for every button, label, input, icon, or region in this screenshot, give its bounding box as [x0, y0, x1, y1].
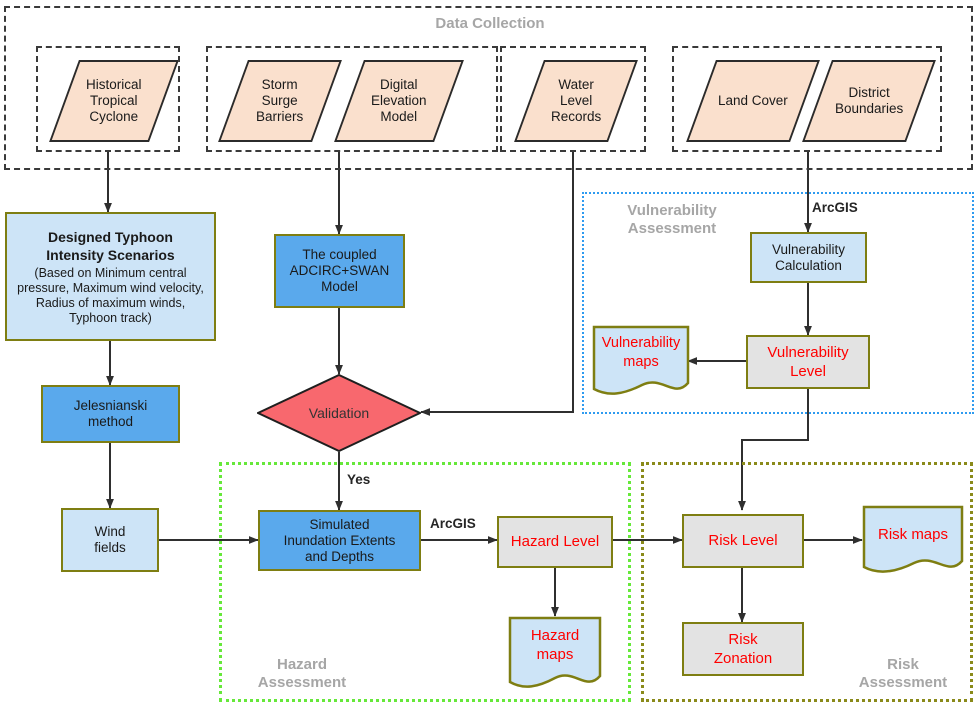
group-cyclone-data	[36, 46, 180, 152]
node-vulnerability-maps[interactable]: Vulnerability maps	[592, 325, 690, 399]
node-label: Risk Zonation	[713, 631, 773, 667]
node-label: Wind fields	[94, 524, 126, 555]
node-label: Hazard Level	[510, 533, 600, 550]
group-terrain-data	[206, 46, 498, 152]
node-jelesnianski-method[interactable]: Jelesnianski method	[41, 385, 180, 443]
node-validation[interactable]: Validation	[255, 373, 423, 453]
node-label: Risk maps	[877, 526, 948, 543]
edge-label-validation-yes: Yes	[347, 472, 371, 487]
node-label: Simulated Inundation Extents and Depths	[283, 516, 396, 564]
diamond-shape	[255, 373, 423, 453]
node-label: Risk Level	[708, 532, 778, 549]
edge-label-arcgis-hazard: ArcGIS	[430, 516, 476, 531]
node-label: Vulnerability Calculation	[771, 241, 846, 273]
data-node-label: Water Level Records	[550, 77, 602, 124]
group-water-data	[500, 46, 646, 152]
group-vulnerability-assessment	[582, 192, 974, 414]
node-risk-zonation[interactable]: Risk Zonation	[682, 622, 804, 676]
node-label: Hazard maps	[530, 627, 580, 663]
group-gis-data	[672, 46, 942, 152]
node-coupled-adcirc-swan-model[interactable]: The coupled ADCIRC+SWAN Model	[274, 234, 405, 308]
group-hazard-assessment	[219, 462, 631, 702]
group-title-hazard-assessment: Hazard Assessment	[257, 656, 347, 691]
data-node-label: District Boundaries	[834, 85, 904, 116]
node-title: Designed Typhoon Intensity Scenarios	[46, 228, 175, 263]
node-label: Vulnerability Level	[767, 344, 849, 380]
node-label: The coupled ADCIRC+SWAN Model	[289, 247, 390, 294]
group-data-collection	[4, 6, 973, 170]
document-shape	[508, 616, 602, 688]
data-node-label: Storm Surge Barriers	[256, 77, 304, 124]
node-label: Jelesnianski method	[73, 398, 148, 429]
document-shape	[592, 325, 690, 395]
group-risk-assessment	[641, 462, 973, 702]
node-hazard-maps[interactable]: Hazard maps	[508, 616, 602, 692]
edge-label-arcgis-vulnerability: ArcGIS	[812, 200, 858, 215]
node-vulnerability-calculation[interactable]: Vulnerability Calculation	[750, 232, 867, 283]
data-node-label: Land Cover	[718, 93, 788, 108]
group-title-risk-assessment: Risk Assessment	[858, 656, 948, 691]
node-designed-typhoon-intensity-scenarios[interactable]: Designed Typhoon Intensity Scenarios (Ba…	[5, 212, 216, 341]
node-simulated-inundation-extents-and-depths[interactable]: Simulated Inundation Extents and Depths	[258, 510, 421, 571]
data-node-label: Historical Tropical Cyclone	[86, 77, 142, 124]
group-title-vulnerability-assessment: Vulnerability Assessment	[627, 202, 717, 237]
node-hazard-level[interactable]: Hazard Level	[497, 516, 613, 568]
node-risk-level[interactable]: Risk Level	[682, 514, 804, 568]
node-vulnerability-level[interactable]: Vulnerability Level	[746, 335, 870, 389]
data-node-label: Digital Elevation Model	[371, 77, 427, 124]
group-title-data-collection: Data Collection	[435, 15, 545, 32]
node-label: Validation	[308, 405, 370, 421]
document-shape	[862, 505, 964, 573]
node-detail: (Based on Minimum central pressure, Maxi…	[17, 265, 204, 325]
node-label: Vulnerability maps	[601, 335, 681, 370]
node-risk-maps[interactable]: Risk maps	[862, 505, 964, 577]
node-wind-fields[interactable]: Wind fields	[61, 508, 159, 572]
